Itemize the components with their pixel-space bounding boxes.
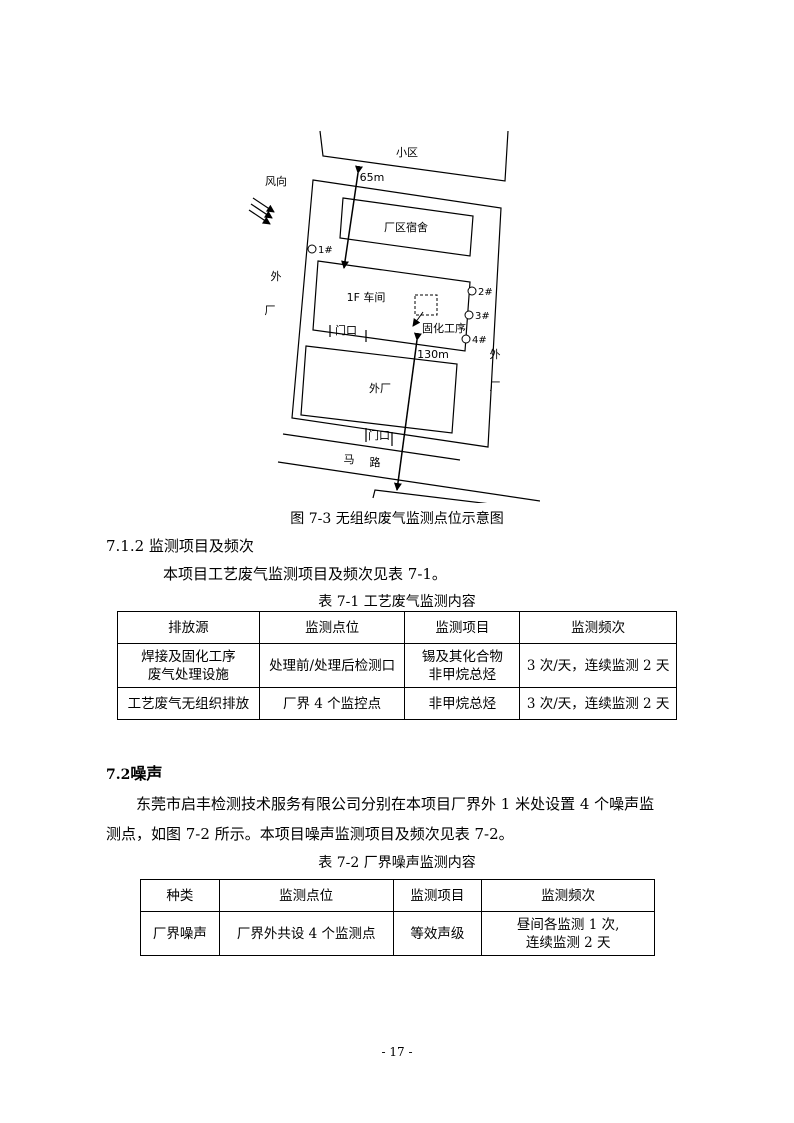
monitor-point-1-label: 1# bbox=[318, 245, 333, 256]
road-line-1 bbox=[282, 433, 461, 461]
cell-item: 非甲烷总烃 bbox=[404, 687, 521, 720]
monitor-point-2-icon bbox=[467, 286, 477, 296]
curing-label: 固化工序 bbox=[422, 321, 466, 335]
cell-item: 锡及其化合物 非甲烷总烃 bbox=[404, 643, 521, 688]
page-number: - 17 - bbox=[381, 1045, 413, 1059]
cell-location: 厂界 4 个监控点 bbox=[258, 687, 406, 720]
cell-source: 焊接及固化工序 废气处理设施 bbox=[117, 643, 260, 688]
outside-label-left: 外 bbox=[271, 270, 282, 283]
section-72-heading: 7.2噪声 bbox=[106, 760, 162, 784]
monitor-point-3-label: 3# bbox=[475, 311, 490, 322]
table-7-2-caption: 表 7-2 厂界噪声监测内容 bbox=[318, 855, 476, 871]
outside-label-right: 外 bbox=[490, 348, 501, 361]
cell-type: 厂界噪声 bbox=[140, 911, 220, 956]
road-label-1: 马 bbox=[344, 453, 355, 466]
header-frequency: 监测频次 bbox=[519, 611, 677, 644]
table-header-row: 排放源 监测点位 监测项目 监测频次 bbox=[117, 611, 677, 644]
dormitory-label: 厂区宿舍 bbox=[384, 220, 428, 234]
table-row: 工艺废气无组织排放 厂界 4 个监控点 非甲烷总烃 3 次/天，连续监测 2 天 bbox=[117, 687, 677, 720]
header-frequency: 监测频次 bbox=[481, 879, 655, 912]
curing-area bbox=[414, 294, 438, 316]
road-line-3 bbox=[372, 489, 488, 503]
distance-65m-arrow bbox=[341, 165, 363, 269]
community-label: 小区 bbox=[396, 146, 418, 159]
factory-label-left: 厂 bbox=[265, 304, 276, 317]
header-source: 排放源 bbox=[117, 611, 260, 644]
section-72-paragraph-line-2: 测点，如图 7-2 所示。本项目噪声监测项目及频次见表 7-2。 bbox=[106, 825, 514, 843]
factory-gate bbox=[365, 428, 393, 446]
monitor-point-2-label: 2# bbox=[478, 287, 493, 298]
workshop-building bbox=[312, 260, 471, 352]
cell-source: 工艺废气无组织排放 bbox=[117, 687, 260, 720]
monitor-point-4-icon bbox=[461, 334, 471, 344]
table-7-1: 排放源 监测点位 监测项目 监测频次 焊接及固化工序 废气处理设施 处理前/处理… bbox=[117, 611, 677, 720]
table-7-2: 种类 监测点位 监测项目 监测频次 厂界噪声 厂界外共设 4 个监测点 等效声级… bbox=[140, 879, 655, 956]
dormitory-building bbox=[339, 197, 474, 257]
wind-arrows-icon bbox=[248, 197, 275, 225]
cell-item-line-1: 锡及其化合物 bbox=[421, 648, 503, 665]
workshop-door bbox=[329, 325, 367, 342]
section-72-number: 7.2 bbox=[106, 767, 131, 783]
curing-pointer bbox=[412, 311, 424, 327]
table-7-1-caption: 表 7-1 工艺废气监测内容 bbox=[318, 594, 476, 610]
factory-gate-label: 门口 bbox=[368, 428, 390, 442]
header-item: 监测项目 bbox=[404, 611, 521, 644]
distance-65m-label: 65m bbox=[360, 171, 385, 184]
section-712-paragraph: 本项目工艺废气监测项目及频次见表 7-1。 bbox=[163, 565, 447, 583]
cell-location: 厂界外共设 4 个监测点 bbox=[218, 911, 394, 956]
figure-caption: 图 7-3 无组织废气监测点位示意图 bbox=[290, 511, 504, 527]
cell-location: 处理前/处理后检测口 bbox=[258, 643, 406, 688]
road-line-2 bbox=[277, 461, 540, 502]
distance-130m-arrow bbox=[393, 332, 422, 491]
table-row: 焊接及固化工序 废气处理设施 处理前/处理后检测口 锡及其化合物 非甲烷总烃 3… bbox=[117, 643, 677, 688]
factory-label-right: 厂 bbox=[490, 380, 501, 393]
workshop-door-label: 门口 bbox=[335, 323, 357, 337]
header-location: 监测点位 bbox=[218, 879, 394, 912]
wind-label: 风向 bbox=[265, 174, 287, 188]
section-72-paragraph-line-1: 东莞市启丰检测技术服务有限公司分别在本项目厂界外 1 米处设置 4 个噪声监 bbox=[136, 795, 655, 813]
cell-frequency-line-2: 连续监测 2 天 bbox=[525, 934, 611, 951]
cell-frequency-line-1: 昼间各监测 1 次, bbox=[516, 916, 620, 933]
cell-frequency: 昼间各监测 1 次, 连续监测 2 天 bbox=[481, 911, 655, 956]
header-item: 监测项目 bbox=[392, 879, 483, 912]
cell-frequency: 3 次/天，连续监测 2 天 bbox=[519, 643, 677, 688]
table-header-row: 种类 监测点位 监测项目 监测频次 bbox=[140, 879, 655, 912]
header-type: 种类 bbox=[140, 879, 220, 912]
road-label-2: 路 bbox=[370, 456, 381, 469]
cell-frequency: 3 次/天，连续监测 2 天 bbox=[519, 687, 677, 720]
distance-130m-label: 130m bbox=[417, 348, 449, 361]
cell-source-line-1: 焊接及固化工序 bbox=[141, 648, 236, 665]
monitor-point-4-label: 4# bbox=[472, 335, 487, 346]
monitor-point-1-icon bbox=[307, 244, 317, 254]
cell-item: 等效声级 bbox=[392, 911, 483, 956]
section-712-heading: 7.1.2 监测项目及频次 bbox=[106, 537, 254, 555]
outer-factory-label: 外厂 bbox=[369, 382, 391, 395]
site-diagram: N 小区 风向 厂区宿舍 1F 车间 固化工序 门口 65m 外厂 130m 门… bbox=[248, 130, 540, 503]
section-72-title: 噪声 bbox=[130, 764, 163, 783]
community-boundary bbox=[319, 130, 509, 182]
table-row: 厂界噪声 厂界外共设 4 个监测点 等效声级 昼间各监测 1 次, 连续监测 2… bbox=[140, 911, 655, 956]
monitor-point-3-icon bbox=[464, 310, 474, 320]
workshop-label: 1F 车间 bbox=[347, 290, 386, 304]
cell-item-line-2: 非甲烷总烃 bbox=[428, 666, 497, 683]
factory-boundary bbox=[291, 179, 502, 448]
header-location: 监测点位 bbox=[258, 611, 406, 644]
cell-source-line-2: 废气处理设施 bbox=[147, 666, 229, 683]
